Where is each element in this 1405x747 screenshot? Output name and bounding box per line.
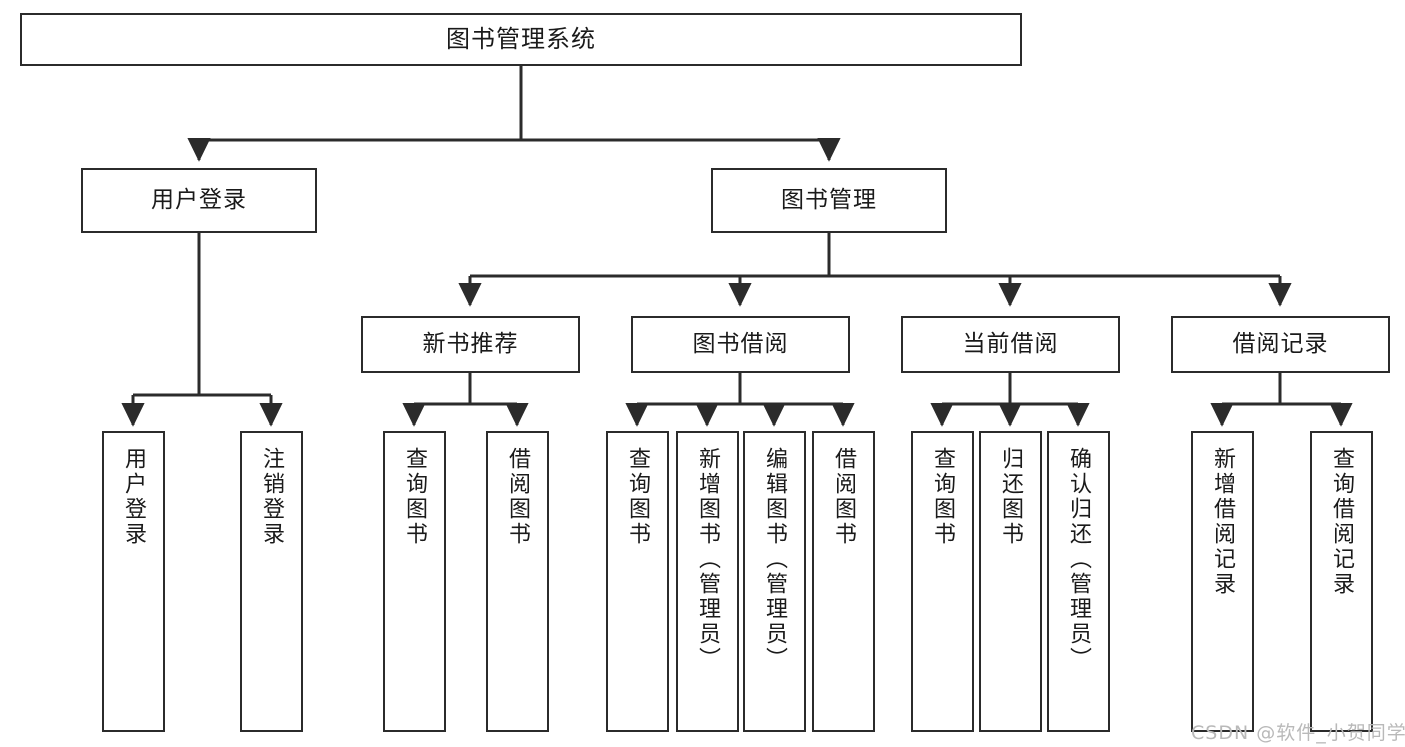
csdn-watermark: CSDN @软件_小贺同学 (1191, 722, 1405, 744)
node-label: 借阅图书 (831, 447, 857, 547)
leaf-current-return-book[interactable]: 归还图书 (979, 431, 1042, 732)
node-current-borrow[interactable]: 当前借阅 (901, 316, 1120, 373)
leaf-user-login-signin[interactable]: 用户登录 (102, 431, 165, 732)
node-label: 图书管理 (781, 186, 877, 213)
leaf-records-add-record[interactable]: 新增借阅记录 (1191, 431, 1254, 732)
node-label: 用户登录 (121, 447, 147, 547)
node-label: 注销登录 (259, 447, 285, 547)
leaf-new-book-query[interactable]: 查询图书 (383, 431, 446, 732)
node-label: 新增图书（管理员） (695, 447, 721, 672)
node-label: 查询图书 (402, 447, 428, 547)
leaf-current-query-book[interactable]: 查询图书 (911, 431, 974, 732)
node-book-management[interactable]: 图书管理 (711, 168, 947, 233)
node-label: 新书推荐 (422, 330, 519, 357)
leaf-borrow-query-book[interactable]: 查询图书 (606, 431, 669, 732)
leaf-user-login-signout[interactable]: 注销登录 (240, 431, 303, 732)
node-label: 确认归还（管理员） (1066, 447, 1092, 672)
node-label: 查询图书 (930, 447, 956, 547)
node-label: 归还图书 (998, 447, 1024, 547)
leaf-current-confirm-return-admin[interactable]: 确认归还（管理员） (1047, 431, 1110, 732)
leaf-records-query-record[interactable]: 查询借阅记录 (1310, 431, 1373, 732)
node-label: 查询借阅记录 (1329, 447, 1355, 597)
node-label: 图书管理系统 (446, 25, 596, 54)
node-label: 图书借阅 (692, 330, 789, 357)
node-label: 新增借阅记录 (1210, 447, 1236, 597)
leaf-borrow-edit-book-admin[interactable]: 编辑图书（管理员） (743, 431, 806, 732)
node-label: 用户登录 (151, 186, 247, 213)
node-new-book-recommend[interactable]: 新书推荐 (361, 316, 580, 373)
node-borrow-records[interactable]: 借阅记录 (1171, 316, 1390, 373)
node-book-borrow[interactable]: 图书借阅 (631, 316, 850, 373)
leaf-borrow-add-book-admin[interactable]: 新增图书（管理员） (676, 431, 739, 732)
node-label: 借阅图书 (505, 447, 531, 547)
leaf-new-book-borrow[interactable]: 借阅图书 (486, 431, 549, 732)
node-label: 借阅记录 (1232, 330, 1329, 357)
node-label: 编辑图书（管理员） (762, 447, 788, 672)
node-user-login[interactable]: 用户登录 (81, 168, 317, 233)
leaf-borrow-borrow-book[interactable]: 借阅图书 (812, 431, 875, 732)
node-root-system[interactable]: 图书管理系统 (20, 13, 1022, 66)
node-label: 当前借阅 (962, 330, 1059, 357)
node-label: 查询图书 (625, 447, 651, 547)
